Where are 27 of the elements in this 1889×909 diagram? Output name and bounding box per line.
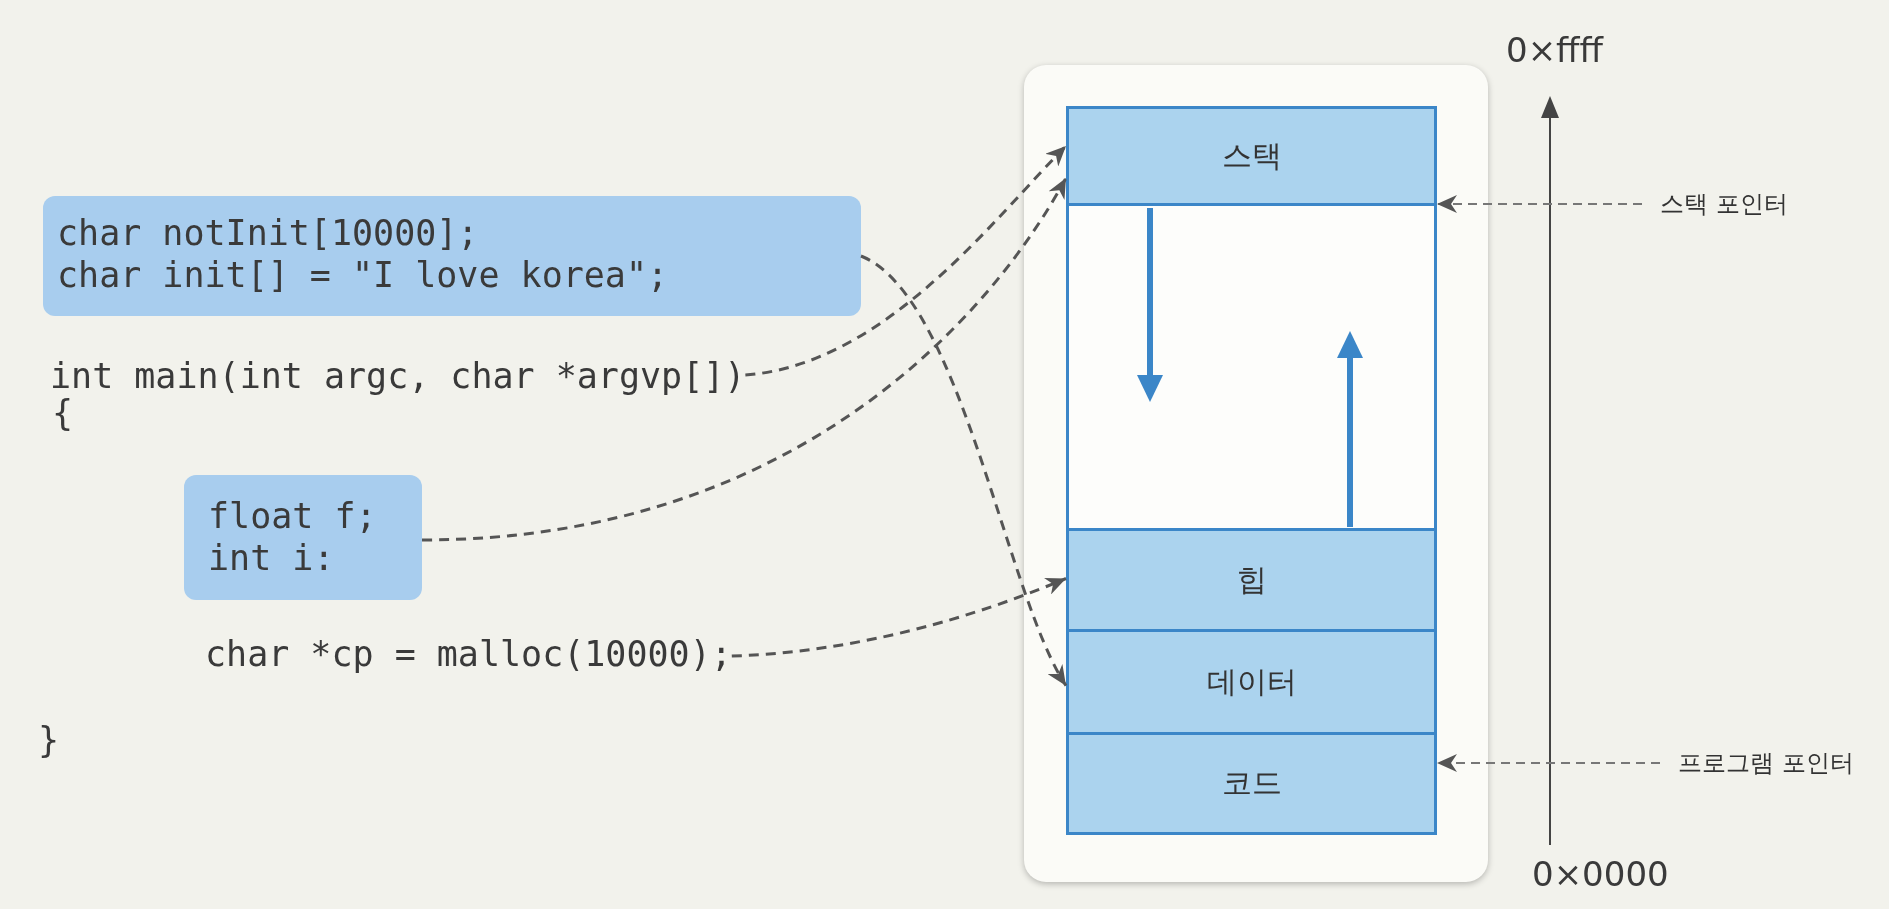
address-label: 0×0000 — [1532, 854, 1669, 894]
pointer-text: 스택 포인터 — [1660, 189, 1788, 220]
code-text: char notInit[10000]; — [57, 212, 479, 254]
memory-segment — [1066, 629, 1437, 732]
dashed-arrow — [421, 177, 1068, 542]
memory-segment — [1066, 732, 1437, 835]
dashed-arrow — [1436, 195, 1643, 213]
code-block — [43, 196, 861, 316]
memory-segment — [1066, 106, 1437, 206]
code-text: char init[] = "I love korea"; — [57, 254, 669, 296]
dashed-arrow — [731, 577, 1067, 658]
segment-label: 데이터 — [1206, 662, 1297, 701]
memory-card — [1024, 65, 1488, 882]
code-text: char *cp = malloc(10000); — [205, 633, 732, 675]
segment-label: 스택 — [1221, 136, 1282, 175]
memory-segment — [1066, 528, 1437, 629]
dashed-arrow — [1436, 754, 1661, 772]
address-label: 0×ffff — [1506, 30, 1603, 70]
code-block — [184, 475, 422, 600]
segment-label: 힙 — [1236, 560, 1267, 599]
dashed-arrow — [745, 144, 1068, 377]
code-text: int i: — [208, 537, 335, 579]
pointer-text: 프로그램 포인터 — [1678, 748, 1854, 779]
brace-text: } — [38, 720, 60, 760]
dashed-arrow — [860, 254, 1068, 687]
segment-label: 코드 — [1221, 764, 1282, 802]
code-text: float f; — [208, 495, 377, 537]
